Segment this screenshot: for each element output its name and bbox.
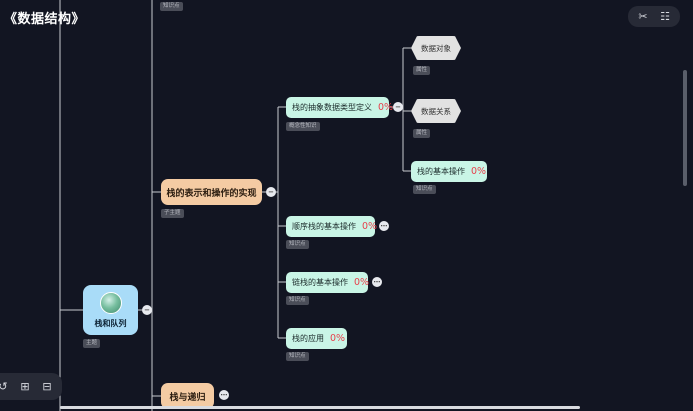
expand-button[interactable]: ⋯ (379, 221, 389, 231)
knowledge-node[interactable]: 顺序栈的基本操作 0% (286, 216, 378, 237)
horizontal-scrollbar[interactable] (60, 406, 580, 409)
node-tag: 知识点 (286, 240, 309, 249)
outline-icon[interactable]: ☷ (660, 10, 670, 23)
expand-button[interactable]: ⋯ (219, 390, 229, 400)
zoom-toolbar: ↺ ⊞ ⊟ (0, 373, 62, 400)
progress-percent: 0% (471, 166, 487, 177)
attribute-node[interactable]: 数据对象 (411, 36, 461, 60)
subtopic-node[interactable]: 栈与递归 (161, 383, 214, 409)
zoom-in-icon[interactable]: ⊞ (20, 380, 30, 393)
undo-icon[interactable]: ↺ (0, 380, 8, 393)
knowledge-node[interactable]: 链栈的基本操作 0% (286, 272, 370, 293)
page-title: 《数据结构》 (4, 12, 86, 27)
magic-wand-icon[interactable]: ✂ (638, 10, 648, 23)
node-tag: 概念性知识 (286, 122, 320, 131)
attribute-node[interactable]: 数据关系 (411, 99, 461, 123)
globe-icon (99, 291, 122, 314)
zoom-out-icon[interactable]: ⊟ (42, 380, 52, 393)
subtopic-tag: 子主题 (161, 209, 184, 218)
node-tag: 知识点 (286, 352, 309, 361)
expand-button[interactable]: ⋯ (372, 277, 382, 287)
progress-percent: 0% (330, 333, 346, 344)
top-toolbar: ✂ ☷ (628, 6, 680, 27)
node-tag: 知识点 (160, 2, 183, 11)
collapse-button[interactable]: − (142, 305, 152, 315)
progress-percent: 0% (378, 102, 394, 113)
progress-percent: 0% (362, 221, 378, 232)
root-node[interactable]: 栈和队列 (83, 285, 138, 335)
vertical-scrollbar[interactable] (683, 70, 687, 186)
collapse-button[interactable]: − (393, 102, 403, 112)
node-tag: 属性 (413, 129, 431, 138)
root-label: 栈和队列 (94, 318, 127, 328)
collapse-button[interactable]: − (266, 187, 276, 197)
knowledge-node[interactable]: 栈的基本操作 0% (411, 161, 487, 182)
node-tag: 知识点 (413, 185, 436, 194)
knowledge-node[interactable]: 栈的应用 0% (286, 328, 347, 349)
subtopic-node[interactable]: 栈的表示和操作的实现 (161, 179, 262, 205)
root-tag: 主题 (83, 339, 101, 348)
node-tag: 知识点 (286, 296, 309, 305)
progress-percent: 0% (354, 277, 370, 288)
node-tag: 属性 (413, 66, 431, 75)
knowledge-node[interactable]: 栈的抽象数据类型定义 0% (286, 97, 393, 118)
